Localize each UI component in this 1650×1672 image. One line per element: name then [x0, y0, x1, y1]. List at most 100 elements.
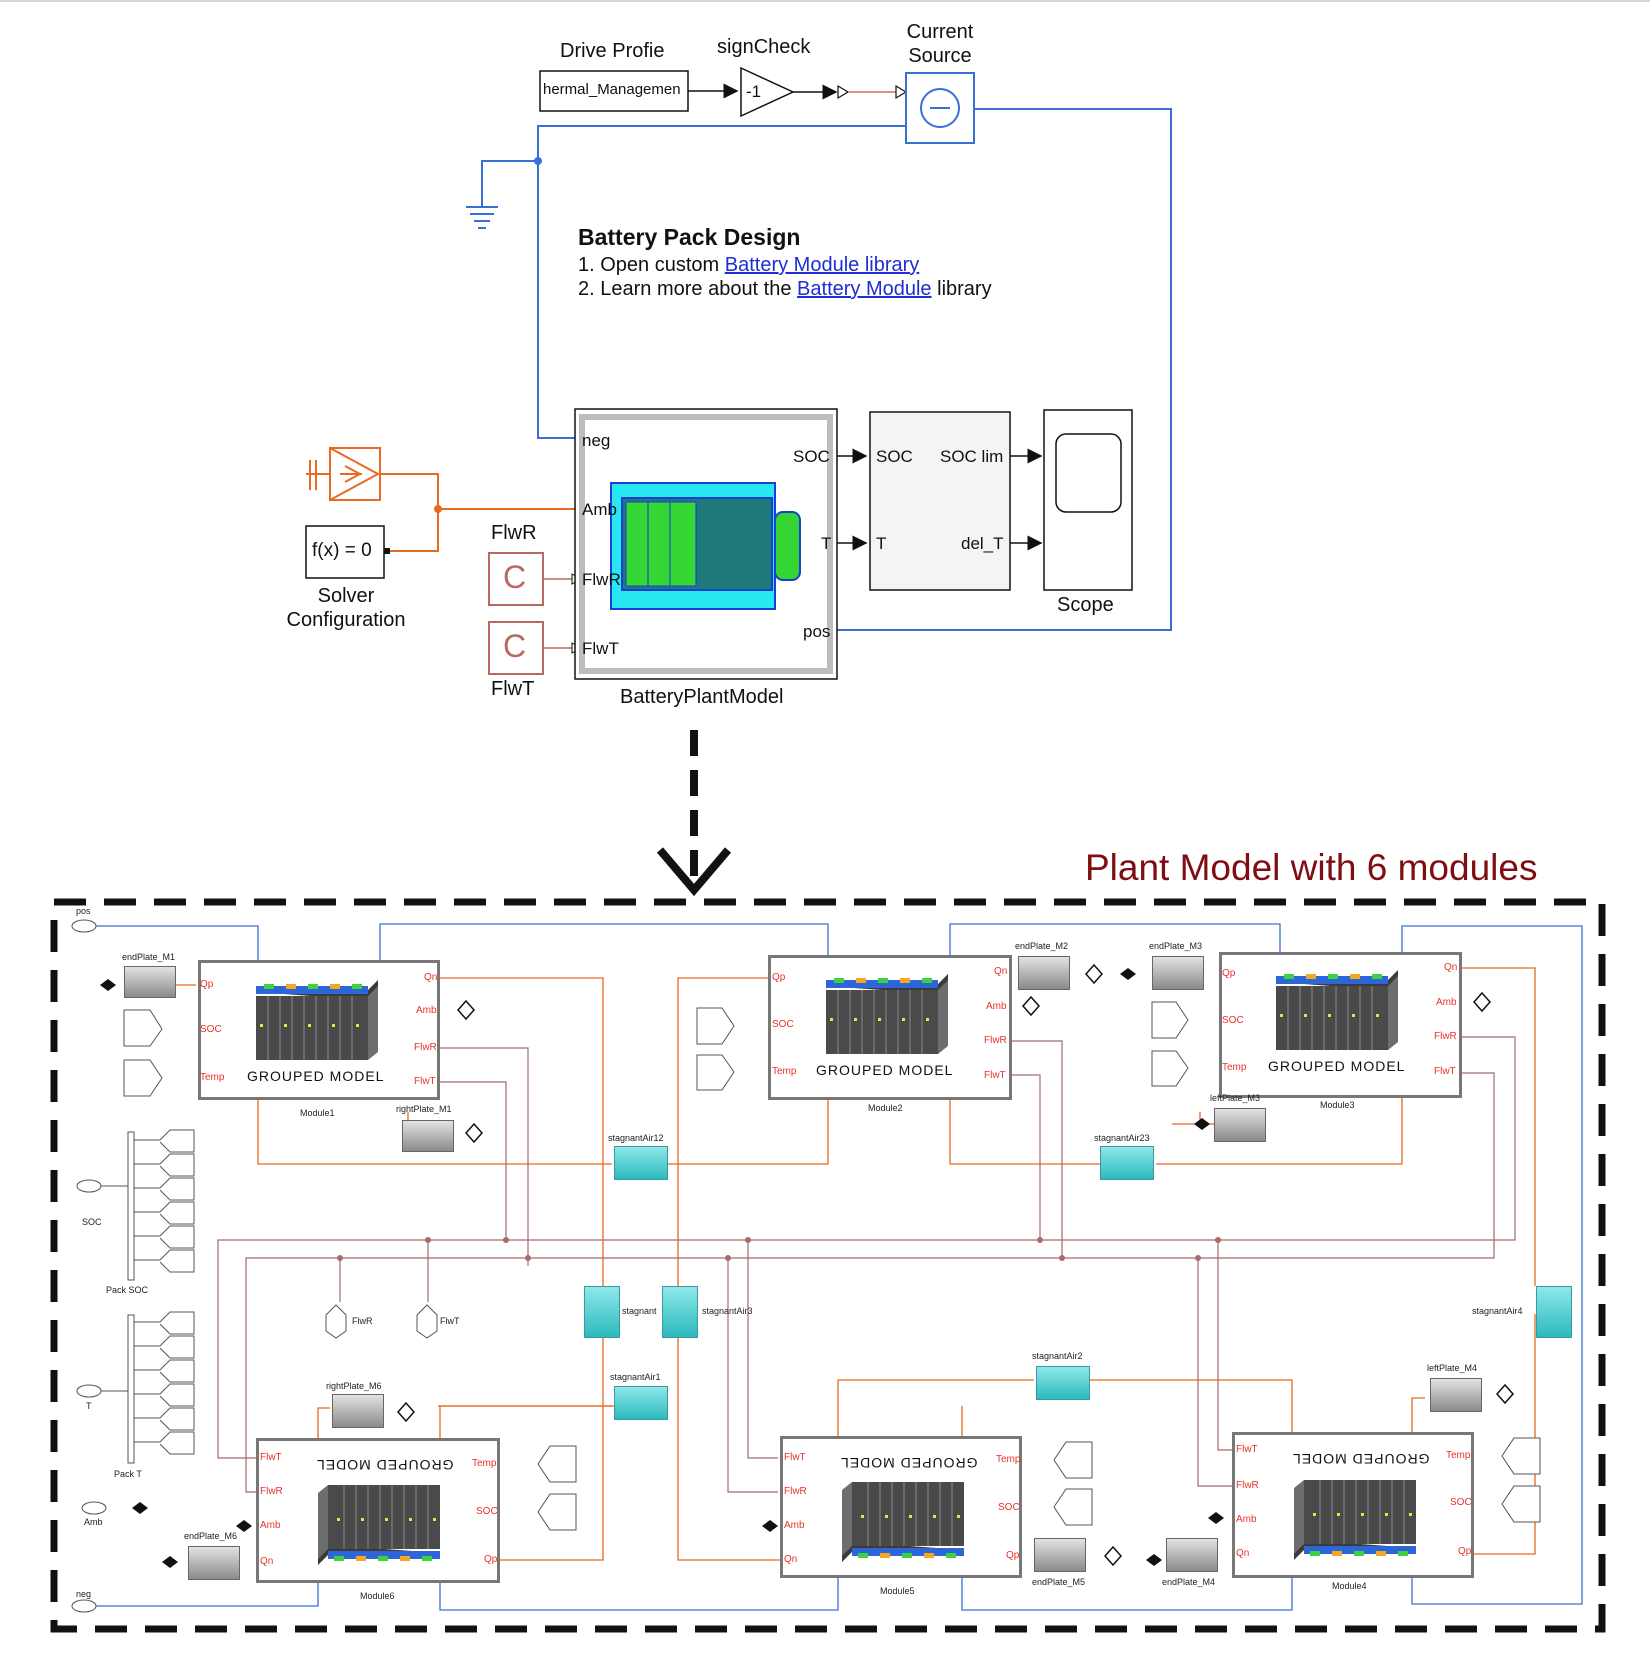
rightplate-m6[interactable] — [332, 1394, 384, 1428]
flwr-const-symbol: C — [503, 559, 527, 595]
pack-t-bus — [101, 1314, 135, 1464]
flwr-constant-block[interactable] — [488, 552, 544, 606]
soc-in-label: SOC — [876, 447, 913, 466]
m1-flwr: FlwR — [414, 1042, 437, 1053]
module5-label: Module5 — [880, 1586, 915, 1596]
stagnantair23[interactable] — [1100, 1146, 1154, 1180]
m3-flwr: FlwR — [1434, 1031, 1457, 1042]
endplate-m3[interactable] — [1152, 956, 1204, 990]
endplate-m6[interactable] — [188, 1546, 240, 1580]
neg-port-label: neg — [76, 1589, 92, 1599]
pack-soc-bus — [101, 1131, 135, 1281]
stagnantair12-label: stagnantAir12 — [608, 1133, 664, 1143]
m2-qp: Qp — [772, 972, 786, 983]
battery-module-library-link[interactable]: Battery Module library — [724, 254, 920, 276]
m1-qn: Qn — [424, 972, 438, 983]
module5-grouped-label: GROUPED MODEL — [840, 1455, 978, 1471]
m6-amb: Amb — [260, 1520, 281, 1531]
note-line-1: 1. Open custom Battery Module library — [578, 254, 919, 277]
current-source-icon — [920, 88, 960, 128]
signcheck-gain-block[interactable] — [740, 66, 795, 118]
m4-flwr: FlwR — [1236, 1480, 1259, 1491]
m1-qp: Qp — [200, 979, 214, 990]
ambient-connectors — [100, 968, 1224, 1568]
endplate-m6-label: endPlate_M6 — [184, 1531, 238, 1541]
m4-temp: Temp — [1446, 1450, 1471, 1461]
m4-qp: Qp — [1458, 1546, 1472, 1557]
junction-dot — [534, 157, 542, 165]
module1-label: Module1 — [300, 1108, 335, 1118]
drive-profile-value: hermal_Managemen — [543, 81, 681, 98]
stagnantair4[interactable] — [1536, 1286, 1572, 1338]
soc-limit-block[interactable] — [869, 411, 1011, 591]
stagnantair12[interactable] — [614, 1146, 668, 1180]
flwr-port-label: FlwR — [352, 1316, 373, 1326]
pack-soc-label: Pack SOC — [106, 1285, 149, 1295]
leftplate-m4-label: leftPlate_M4 — [1427, 1363, 1478, 1373]
stagnantair3[interactable] — [662, 1286, 698, 1338]
m2-flwt: FlwT — [984, 1070, 1006, 1081]
port-amb: Amb — [582, 500, 617, 519]
m3-qp: Qp — [1222, 968, 1236, 979]
del-t-label: del_T — [961, 534, 1004, 553]
ground-icon — [466, 206, 498, 229]
note-line-2-text: 2. Learn more about the — [578, 278, 798, 300]
leftplate-m3[interactable] — [1214, 1108, 1266, 1142]
module3[interactable] — [1219, 952, 1462, 1098]
drive-profile-block[interactable] — [539, 70, 689, 112]
rightplate-m1[interactable] — [402, 1120, 454, 1152]
note-title: Battery Pack Design — [578, 224, 801, 250]
note-line-1-text: 1. Open custom — [578, 254, 725, 276]
flwr-const-title: FlwR — [491, 522, 537, 544]
module4-grouped-label: GROUPED MODEL — [1292, 1451, 1430, 1467]
flwt-port-label: FlwT — [440, 1316, 460, 1326]
stagnantair2[interactable] — [1036, 1366, 1090, 1400]
port-t-out: T — [821, 534, 832, 553]
endplate-m2[interactable] — [1018, 956, 1070, 990]
port-pos: pos — [803, 622, 831, 641]
wire-pos-to-source — [836, 108, 1172, 631]
ambient-temperature-source-icon[interactable] — [306, 446, 381, 502]
m5-flwt: FlwT — [784, 1452, 806, 1463]
flwt-const-symbol: C — [503, 628, 527, 664]
solver-config-block[interactable] — [305, 525, 385, 579]
endplate-m5[interactable] — [1034, 1538, 1086, 1572]
endplate-m1[interactable] — [124, 966, 176, 998]
port-soc-out: SOC — [793, 447, 830, 466]
drive-profile-title: Drive Profie — [560, 40, 665, 62]
dashed-arrow-head — [656, 847, 732, 897]
stagnant-block[interactable] — [584, 1286, 620, 1338]
m4-qn: Qn — [1236, 1548, 1250, 1559]
note-line-2: 2. Learn more about the Battery Module l… — [578, 278, 992, 301]
current-source-input — [895, 84, 908, 100]
m4-soc: SOC — [1450, 1497, 1472, 1508]
stagnantair1-label: stagnantAir1 — [610, 1372, 661, 1382]
wire-neg-to-source — [537, 125, 906, 439]
endplate-m1-label: endPlate_M1 — [122, 952, 176, 962]
port-neg: neg — [582, 431, 611, 450]
port-flwr: FlwR — [582, 570, 621, 589]
m2-soc: SOC — [772, 1019, 794, 1030]
m5-soc: SOC — [998, 1502, 1020, 1513]
stagnantair23-label: stagnantAir23 — [1094, 1133, 1150, 1143]
module2[interactable] — [768, 955, 1012, 1100]
note-line-2-suffix: library — [931, 278, 992, 300]
m3-temp: Temp — [1222, 1062, 1247, 1073]
m5-qp: Qp — [1006, 1550, 1020, 1561]
endplate-m4[interactable] — [1166, 1538, 1218, 1572]
m5-amb: Amb — [784, 1520, 805, 1531]
amb-port-label: Amb — [84, 1517, 103, 1527]
port-flwt: FlwT — [582, 639, 619, 658]
stagnantair1[interactable] — [614, 1386, 668, 1420]
current-source-title: Current Source — [906, 21, 974, 67]
stagnantair2-label: stagnantAir2 — [1032, 1351, 1083, 1361]
flwt-const-title: FlwT — [491, 678, 535, 700]
m3-flwt: FlwT — [1434, 1066, 1456, 1077]
m5-temp: Temp — [996, 1454, 1021, 1465]
flwt-constant-block[interactable] — [488, 621, 544, 675]
leftplate-m4[interactable] — [1430, 1378, 1482, 1412]
endplate-m2-label: endPlate_M2 — [1015, 941, 1069, 951]
battery-module-link[interactable]: Battery Module — [797, 278, 932, 300]
